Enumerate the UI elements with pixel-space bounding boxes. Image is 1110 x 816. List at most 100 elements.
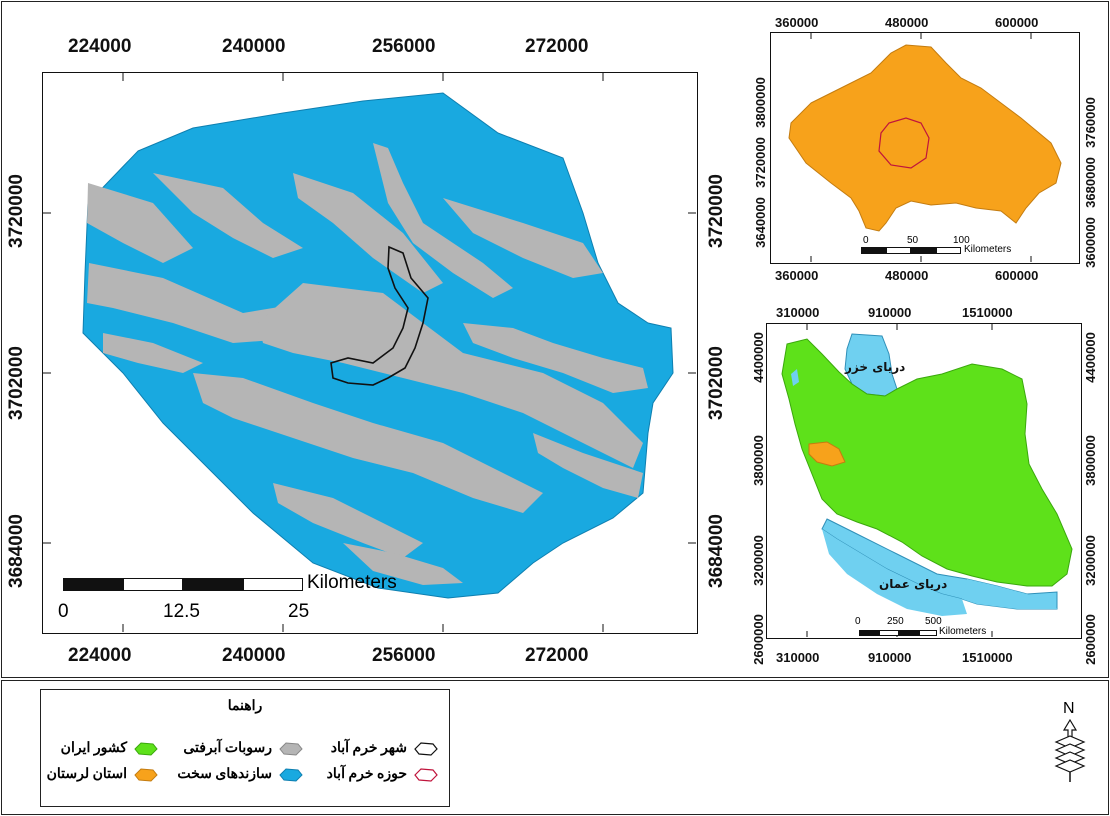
main-scalebar xyxy=(63,578,303,591)
y-tick-label: 3702000 xyxy=(5,346,27,420)
x-tick-label: 310000 xyxy=(776,305,820,320)
legend-label: کشور ایران xyxy=(60,741,127,756)
lorestan-canvas xyxy=(788,33,1062,262)
lorestan-in-iran xyxy=(808,441,846,467)
legend-label: رسوبات آبرفتی xyxy=(183,741,272,756)
alluvium-area xyxy=(153,173,303,258)
y-tick-label: 4400000 xyxy=(750,332,766,383)
y-tick-label: 3200000 xyxy=(1082,535,1098,586)
caspian-sea-label: دریای خزر xyxy=(845,360,906,374)
y-tick-label: 3760000 xyxy=(1082,97,1098,148)
alluvium-area xyxy=(343,543,463,585)
y-tick-label: 3800000 xyxy=(1082,435,1098,486)
scalebar-label: 25 xyxy=(288,601,310,622)
city-outline-swatch xyxy=(414,741,438,756)
y-tick-label: 4400000 xyxy=(1082,332,1098,383)
iran-scalebar xyxy=(859,630,937,636)
legend-label: استان لرستان xyxy=(46,767,127,782)
x-tick-label: 272000 xyxy=(525,36,589,57)
north-label: N xyxy=(1063,700,1075,717)
x-tick-label: 256000 xyxy=(372,645,436,666)
legend-label: شهر خرم آباد xyxy=(330,741,407,756)
legend-item-alluvium: رسوبات آبرفتی xyxy=(183,740,304,757)
iran-canvas xyxy=(781,324,1073,637)
y-tick-label: 3800000 xyxy=(752,77,768,128)
scalebar-label: 500 xyxy=(925,616,942,627)
scalebar-segment xyxy=(183,578,243,591)
khorramabad-basin-outline xyxy=(878,117,930,169)
y-tick-label: 3200000 xyxy=(750,535,766,586)
scalebar-segment xyxy=(861,247,886,254)
scalebar-unit: Kilometers xyxy=(939,626,987,637)
alluvium-area xyxy=(373,143,513,298)
y-tick-label: 3684000 xyxy=(5,514,27,588)
lake-urmia xyxy=(791,369,799,386)
y-tick-label: 3702000 xyxy=(705,346,727,420)
y-tick-label: 2600000 xyxy=(750,614,766,665)
alluvium-area xyxy=(463,323,648,393)
alluvium-area xyxy=(533,433,643,498)
scalebar-segment xyxy=(243,578,303,591)
legend-item-lorestan: استان لرستان xyxy=(47,766,159,783)
scalebar-segment xyxy=(859,630,879,636)
lorestan-scalebar xyxy=(861,247,961,254)
footer-frame xyxy=(1,680,1109,815)
alluvium-area xyxy=(443,198,603,278)
y-tick-label: 3720000 xyxy=(705,174,727,248)
khorramabad-city-outline xyxy=(330,245,429,386)
x-tick-label: 240000 xyxy=(222,645,286,666)
x-tick-label: 910000 xyxy=(868,650,912,665)
scalebar-label: 0 xyxy=(855,616,861,627)
alluvium-swatch xyxy=(279,741,303,756)
x-tick-label: 224000 xyxy=(68,645,132,666)
y-tick-label: 3600000 xyxy=(1082,217,1098,268)
map-legend: راهنما شهر خرم آباد حوزه خرم آباد رسوبات… xyxy=(40,689,450,807)
scalebar-segment xyxy=(899,630,919,636)
legend-item-hard: سازندهای سخت xyxy=(177,766,304,783)
scalebar-label: 100 xyxy=(953,235,970,246)
x-tick-label: 256000 xyxy=(372,36,436,57)
x-tick-label: 360000 xyxy=(775,15,819,30)
x-tick-label: 910000 xyxy=(868,305,912,320)
scalebar-label: 50 xyxy=(907,235,919,246)
legend-title: راهنما xyxy=(227,699,263,714)
lorestan-swatch xyxy=(134,767,158,782)
x-tick-label: 480000 xyxy=(885,268,929,283)
y-tick-label: 3684000 xyxy=(705,514,727,588)
x-tick-label: 224000 xyxy=(68,36,132,57)
main-map: Kilometers 0 12.5 25 xyxy=(42,72,698,634)
sea-right-fill xyxy=(962,579,1057,609)
alluvium-area xyxy=(258,283,643,468)
main-map-canvas xyxy=(43,73,696,632)
scalebar-segment xyxy=(936,247,961,254)
scalebar-segment xyxy=(886,247,911,254)
y-tick-label: 3720000 xyxy=(752,137,768,188)
x-tick-label: 360000 xyxy=(775,268,819,283)
legend-item-basin: حوزه خرم آباد xyxy=(327,766,439,783)
y-tick-label: 3800000 xyxy=(750,435,766,486)
alluvium-area xyxy=(87,183,193,263)
north-arrow: N xyxy=(1050,700,1090,785)
legend-label: سازندهای سخت xyxy=(177,767,272,782)
x-tick-label: 600000 xyxy=(995,268,1039,283)
scalebar-segment xyxy=(123,578,183,591)
scalebar-segment xyxy=(63,578,123,591)
scalebar-label: 0 xyxy=(58,601,69,622)
scalebar-unit: Kilometers xyxy=(307,572,397,593)
lorestan-province xyxy=(788,44,1062,232)
scalebar-segment xyxy=(919,630,937,636)
y-tick-label: 3720000 xyxy=(5,174,27,248)
x-tick-label: 272000 xyxy=(525,645,589,666)
oman-sea-label: دریای عمان xyxy=(879,577,948,591)
x-tick-label: 480000 xyxy=(885,15,929,30)
alluvium-area xyxy=(103,333,203,373)
x-tick-label: 600000 xyxy=(995,15,1039,30)
legend-label: حوزه خرم آباد xyxy=(326,767,407,782)
inset-lorestan-map: 0 50 100 Kilometers xyxy=(770,32,1080,264)
inset-iran-map: دریای خزر دریای عمان 0 250 500 Kilometer… xyxy=(766,323,1082,639)
scalebar-segment xyxy=(879,630,899,636)
north-arrow-icon xyxy=(1054,718,1086,782)
scalebar-label: 250 xyxy=(887,616,904,627)
hard-swatch xyxy=(279,767,303,782)
y-tick-label: 3640000 xyxy=(752,197,768,248)
